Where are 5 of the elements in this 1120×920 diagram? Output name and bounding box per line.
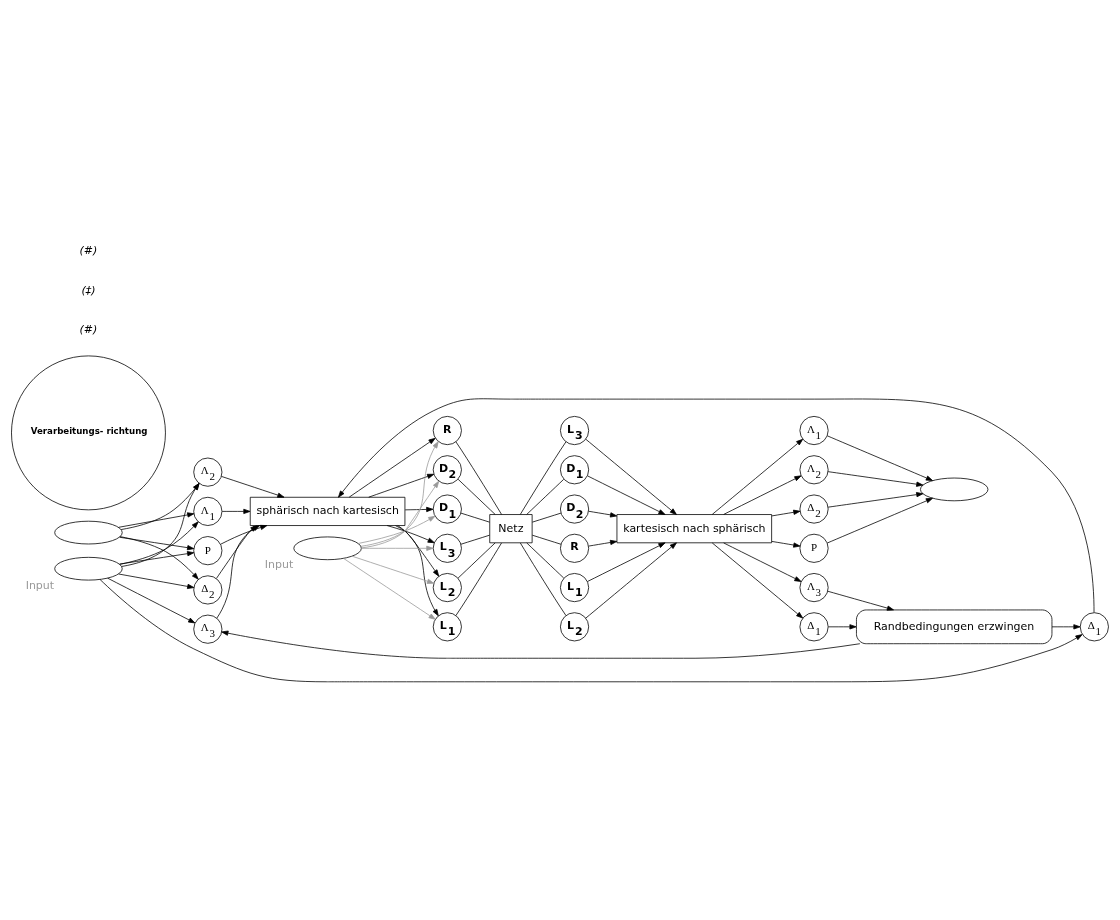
node-label: Input [25, 578, 55, 592]
label: (‡) [81, 283, 96, 297]
node-label: Input [264, 558, 294, 572]
label: (#) [79, 322, 98, 336]
label: (#) [79, 244, 98, 258]
